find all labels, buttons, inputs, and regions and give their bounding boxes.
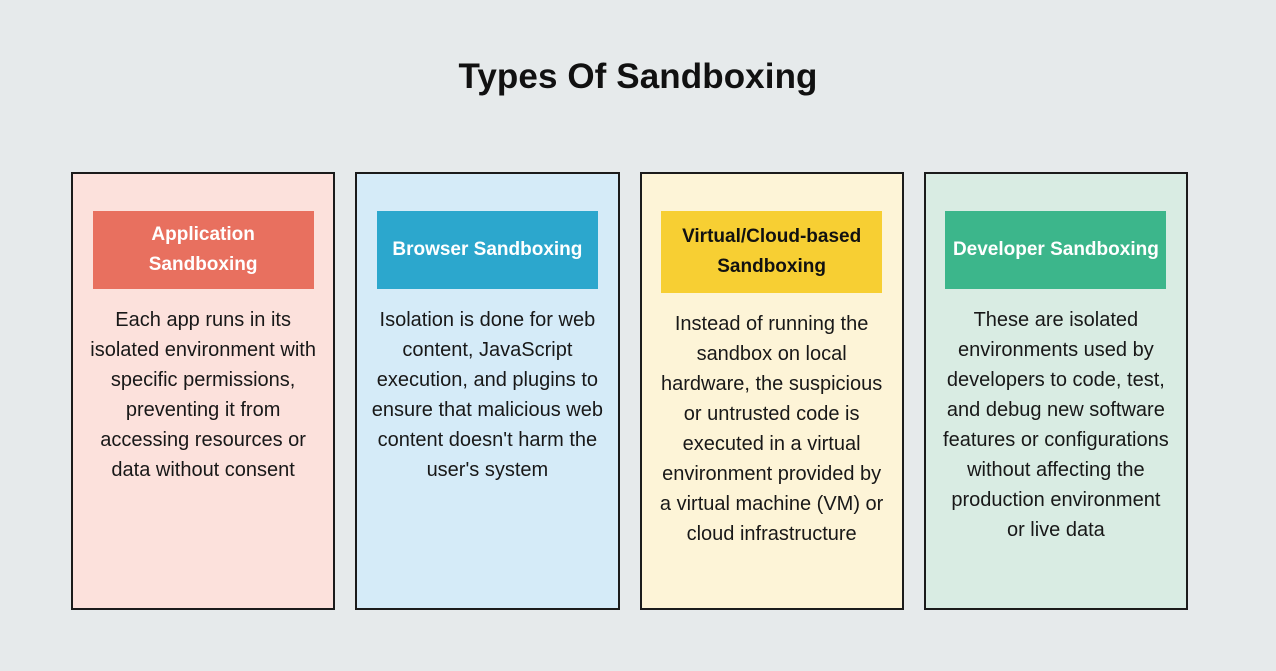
card-virtual-cloud-based-sandboxing: Virtual/Cloud-based Sandboxing Instead o… — [639, 172, 904, 610]
card-developer-sandboxing: Developer Sandboxing These are isolated … — [923, 172, 1188, 610]
page-title: Types Of Sandboxing — [458, 57, 818, 96]
card-body-application-sandboxing: Each app runs in its isolated environmen… — [90, 309, 316, 481]
card-application-sandboxing: Application Sandboxing Each app runs in … — [71, 172, 336, 610]
sandboxing-type-card-row: Application Sandboxing Each app runs in … — [71, 172, 1188, 610]
card-browser-sandboxing: Browser Sandboxing Isolation is done for… — [355, 172, 620, 610]
card-header-developer-sandboxing: Developer Sandboxing — [945, 211, 1167, 289]
card-header-browser-sandboxing: Browser Sandboxing — [376, 211, 598, 289]
card-header-virtual-cloud-based-sandboxing: Virtual/Cloud-based Sandboxing — [661, 211, 883, 293]
card-body-developer-sandboxing: These are isolated environments used by … — [943, 309, 1169, 541]
card-body-virtual-cloud-based-sandboxing: Instead of running the sandbox on local … — [659, 313, 884, 545]
card-body-browser-sandboxing: Isolation is done for web content, JavaS… — [371, 309, 603, 481]
card-header-application-sandboxing: Application Sandboxing — [92, 211, 314, 289]
